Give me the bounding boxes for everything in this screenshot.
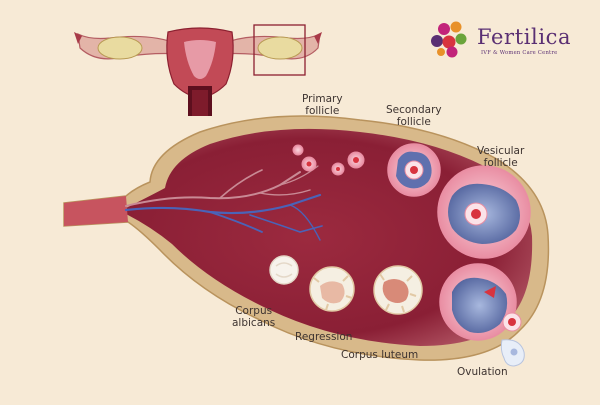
released-oocyte bbox=[501, 340, 524, 366]
label-corpus-albicans: Corpus albicans bbox=[232, 305, 275, 329]
label-regression: Regression bbox=[295, 331, 352, 343]
corpus-luteum bbox=[374, 266, 422, 314]
label-vesicular-follicle: Vesicular follicle bbox=[477, 145, 524, 169]
uterus-overview bbox=[74, 25, 322, 116]
label-corpus-luteum: Corpus luteum bbox=[341, 349, 418, 361]
fertilica-logo-mark bbox=[431, 22, 467, 58]
label-primary-follicle: Primary follicle bbox=[302, 93, 343, 117]
brand-tagline: IVF & Women Care Centre bbox=[481, 50, 557, 56]
brand-name: Fertilica bbox=[477, 25, 571, 49]
label-secondary-follicle: Secondary follicle bbox=[386, 104, 442, 128]
secondary-follicle bbox=[388, 144, 440, 196]
corpus-albicans bbox=[270, 256, 298, 284]
regressing-corpus bbox=[310, 267, 354, 311]
label-ovulation: Ovulation bbox=[457, 366, 508, 378]
vesicular-follicle bbox=[438, 166, 530, 258]
